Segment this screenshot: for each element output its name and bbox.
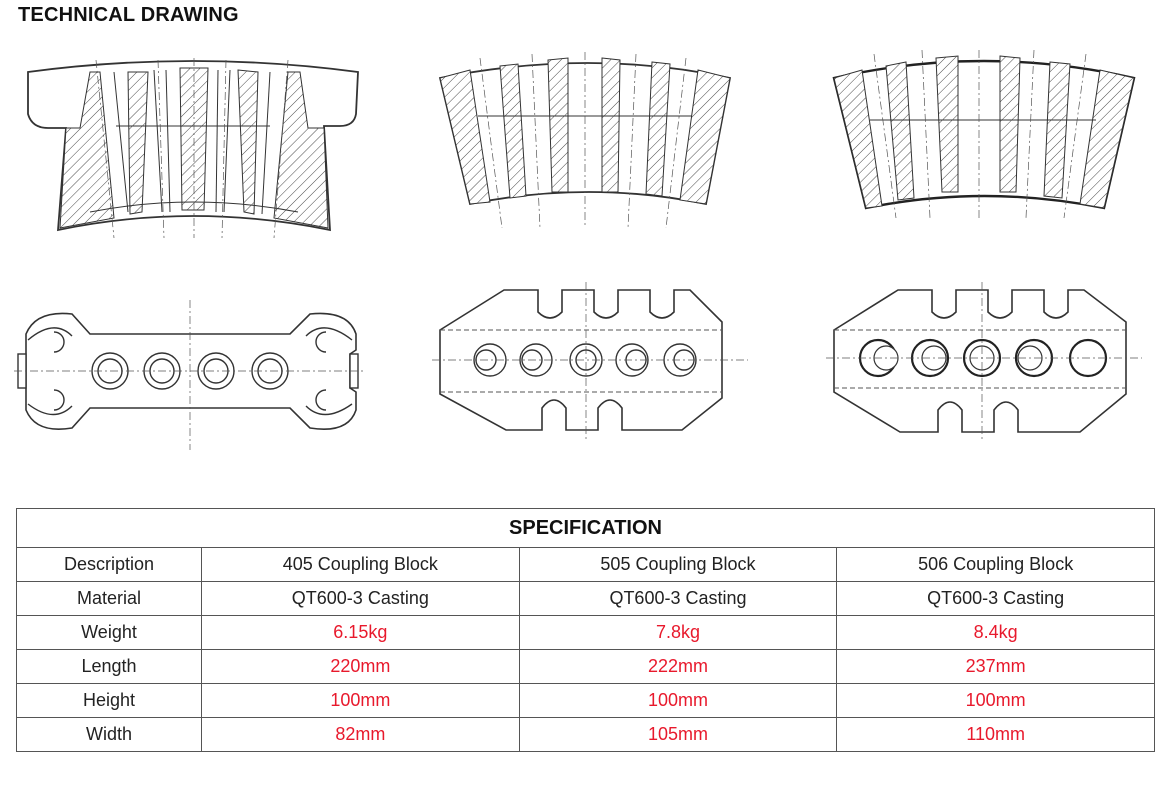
cell-height-405: 100mm [201,683,520,718]
cell-width-506: 110mm [836,717,1155,752]
cell-length-505: 222mm [518,649,838,684]
page-heading: TECHNICAL DRAWING [18,4,239,26]
table-title: SPECIFICATION [16,508,1155,548]
cell-material-506: QT600-3 Casting [836,581,1155,616]
coupling-block-506-side-drawing [824,50,1144,220]
cell-length-405: 220mm [201,649,520,684]
coupling-block-506-top-drawing [826,282,1142,442]
header-label: Description [16,547,202,582]
table-row: Material QT600-3 Casting QT600-3 Casting… [16,581,1155,616]
cell-weight-405: 6.15kg [201,615,520,650]
coupling-block-505-top-drawing [432,282,748,442]
cell-weight-506: 8.4kg [836,615,1155,650]
table-row: Width 82mm 105mm 110mm [16,717,1155,752]
table-header-row: Description 405 Coupling Block 505 Coupl… [16,547,1155,582]
cell-length-506: 237mm [836,649,1155,684]
cell-width-405: 82mm [201,717,520,752]
row-label-length: Length [16,649,202,684]
cell-material-505: QT600-3 Casting [518,581,838,616]
header-col-506: 506 Coupling Block [836,547,1155,582]
table-row: Weight 6.15kg 7.8kg 8.4kg [16,615,1155,650]
row-label-weight: Weight [16,615,202,650]
table-title-row: SPECIFICATION [16,508,1155,548]
specification-table: SPECIFICATION Description 405 Coupling B… [16,508,1155,752]
coupling-block-405-top-drawing [14,300,364,450]
table-row: Height 100mm 100mm 100mm [16,683,1155,718]
row-label-material: Material [16,581,202,616]
cell-material-405: QT600-3 Casting [201,581,520,616]
row-label-width: Width [16,717,202,752]
row-label-height: Height [16,683,202,718]
cell-width-505: 105mm [518,717,838,752]
coupling-block-405-side-drawing [18,52,368,242]
cell-height-505: 100mm [518,683,838,718]
table-row: Length 220mm 222mm 237mm [16,649,1155,684]
coupling-block-505-side-drawing [430,52,740,232]
cell-weight-505: 7.8kg [518,615,838,650]
header-col-505: 505 Coupling Block [518,547,838,582]
cell-height-506: 100mm [836,683,1155,718]
header-col-405: 405 Coupling Block [201,547,520,582]
